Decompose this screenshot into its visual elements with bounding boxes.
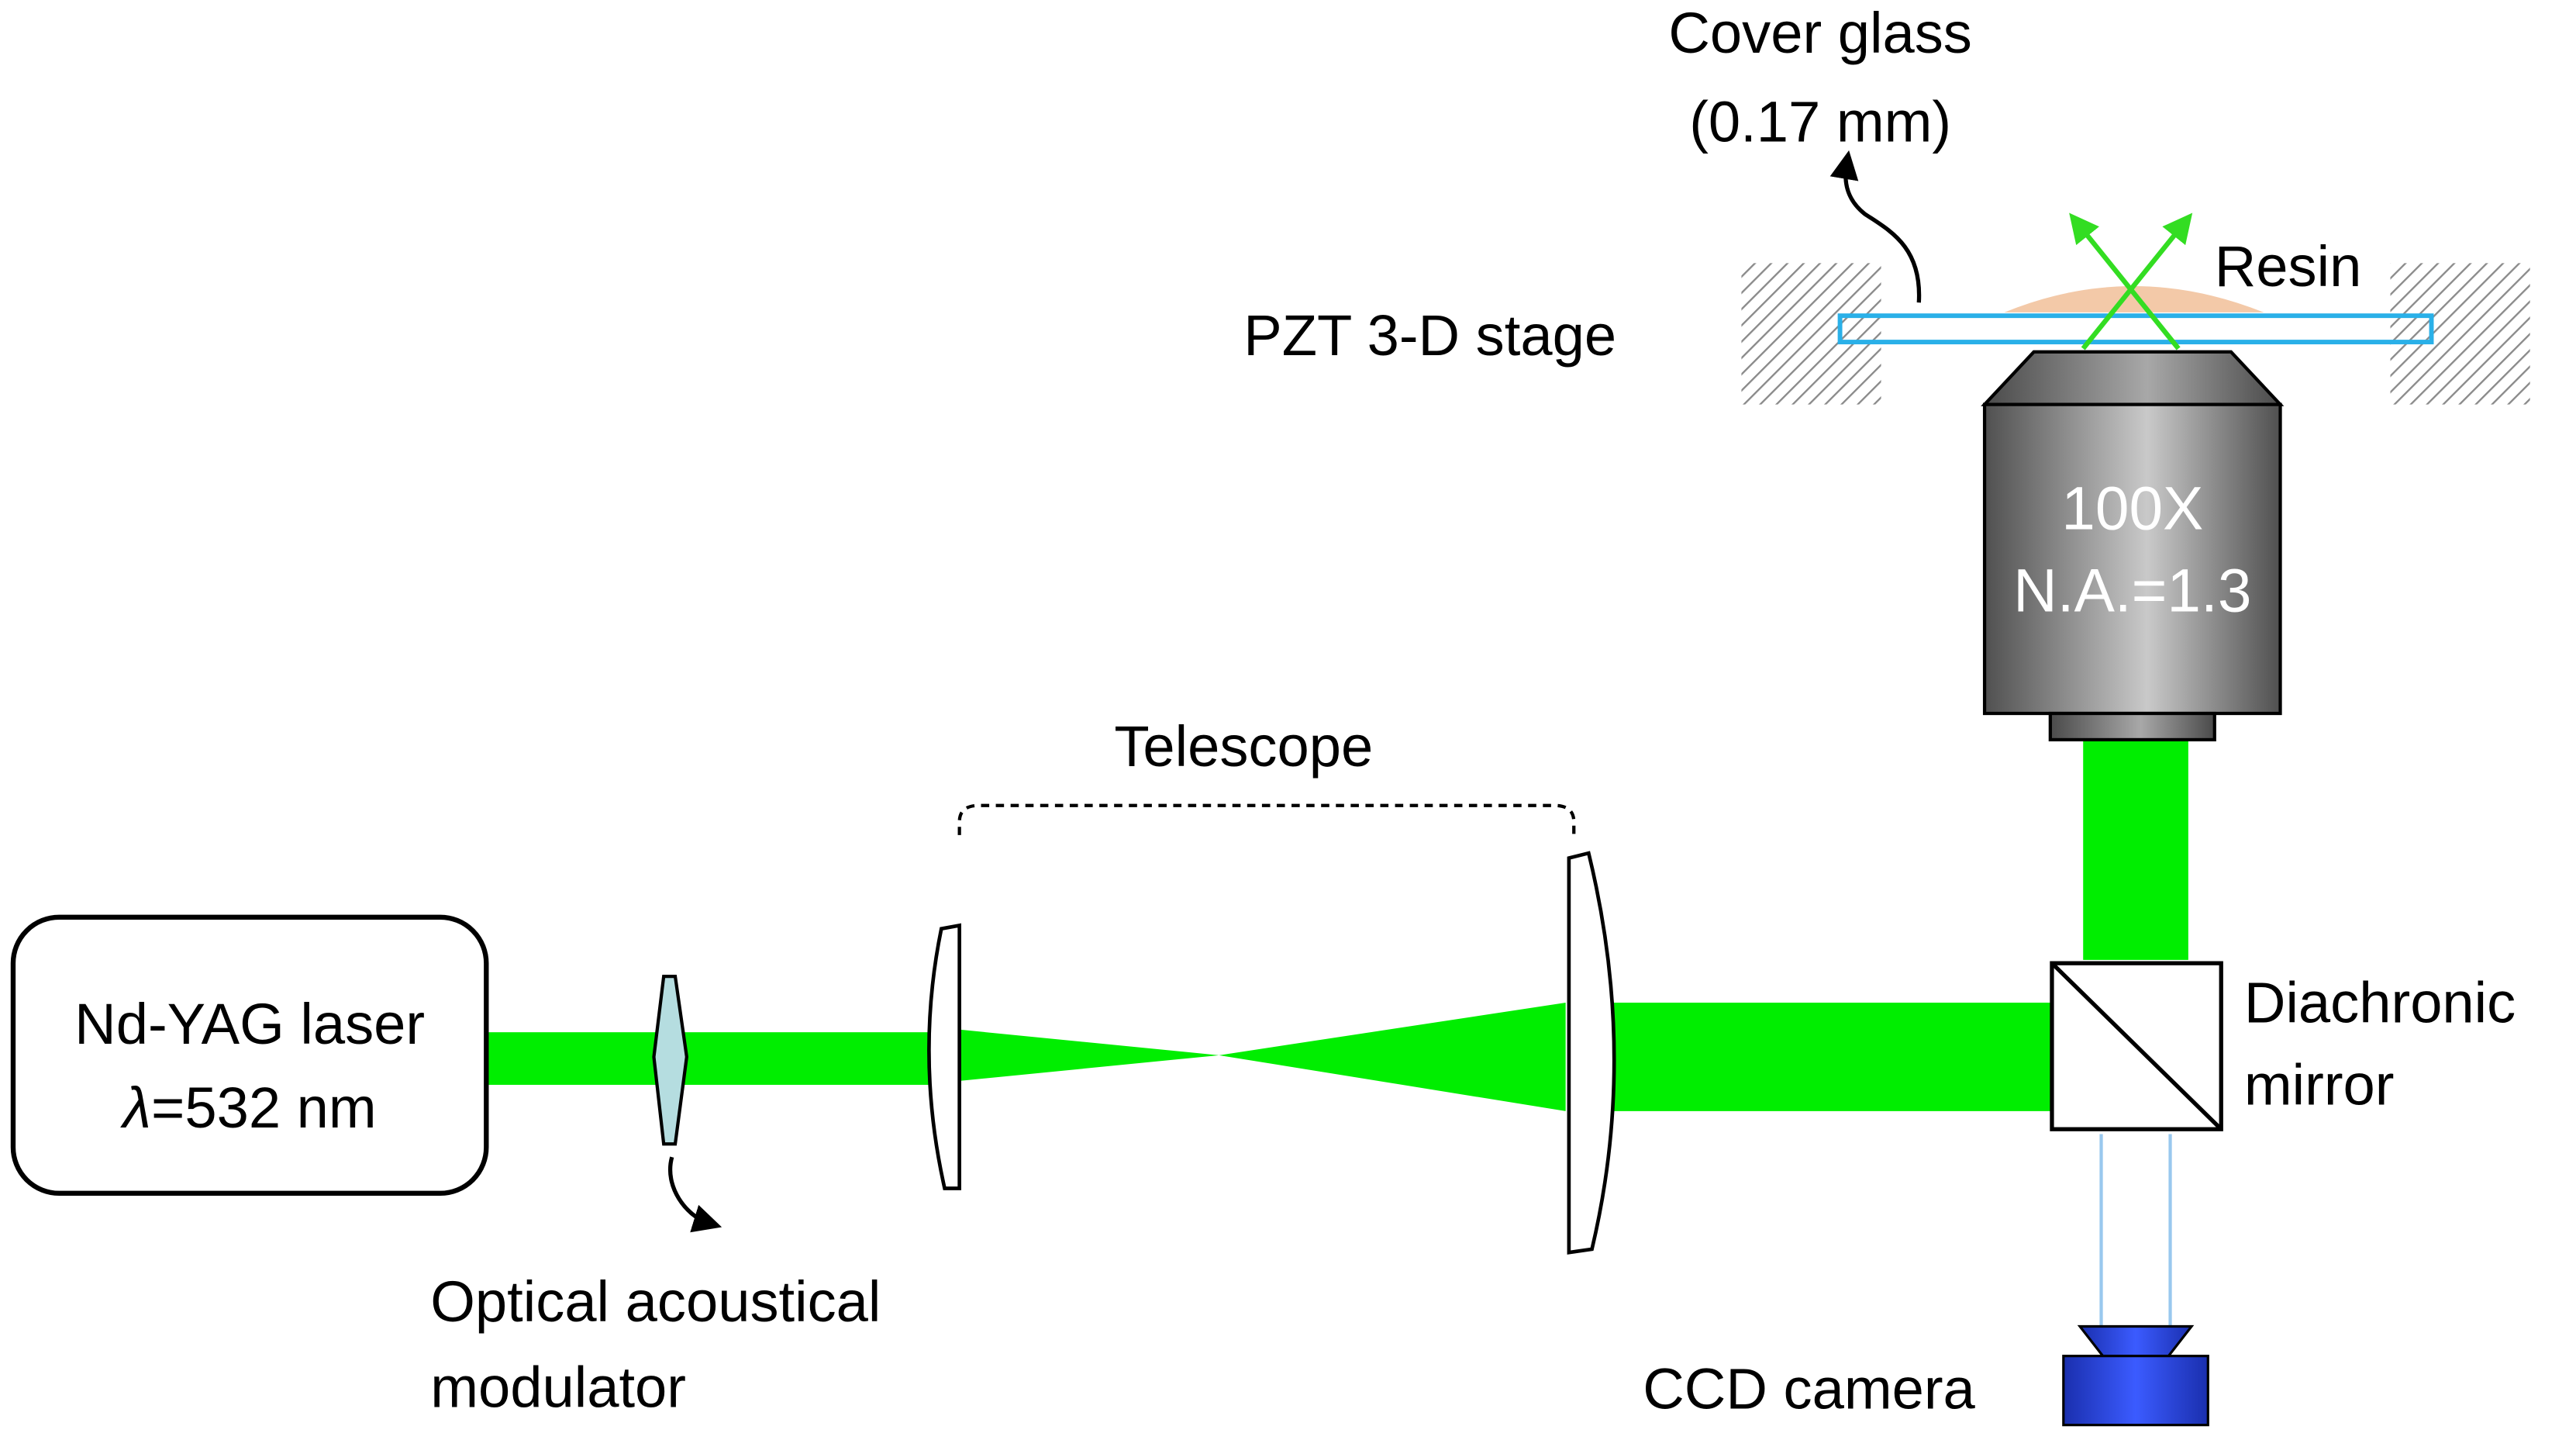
pzt-stage-label: PZT 3-D stage bbox=[1243, 303, 1616, 368]
objective-na: N.A.=1.3 bbox=[2013, 557, 2251, 625]
telescope-label: Telescope bbox=[1114, 714, 1373, 779]
beam-diverging bbox=[1219, 1003, 1566, 1111]
telescope-bracket bbox=[957, 803, 1576, 835]
objective-lens bbox=[1981, 350, 2285, 742]
scattered-rays bbox=[2069, 212, 2193, 351]
ccd-camera bbox=[2062, 1324, 2209, 1427]
beam-segment-to-objective bbox=[2083, 736, 2188, 960]
beam-segment-laser-to-lens bbox=[486, 1032, 933, 1085]
aom-label-line2: modulator bbox=[430, 1355, 686, 1419]
mirror-diagonal bbox=[2050, 962, 2223, 1131]
laser-name: Nd-YAG laser bbox=[74, 992, 425, 1056]
beam-converging bbox=[953, 1028, 1219, 1082]
aom-crystal bbox=[652, 974, 688, 1146]
telescope-lens-1 bbox=[927, 923, 961, 1190]
stage-block-left bbox=[1741, 263, 1881, 405]
objective-magnification: 100X bbox=[2061, 475, 2203, 543]
mirror-label-line1: Diachronic bbox=[2244, 970, 2516, 1034]
resin-label: Resin bbox=[2215, 234, 2362, 299]
laser-beam bbox=[486, 736, 2188, 1111]
telescope-lens-2 bbox=[1567, 851, 1616, 1255]
resin-droplet bbox=[2004, 286, 2264, 313]
beam-segment-to-mirror bbox=[1606, 1003, 2054, 1111]
laser-wavelength: λ=532 nm bbox=[120, 1076, 377, 1140]
ccd-label: CCD camera bbox=[1643, 1356, 1975, 1421]
cover-glass bbox=[1837, 313, 2434, 345]
cover-glass-label-line1: Cover glass bbox=[1668, 1, 1972, 65]
cover-glass-pointer-arrow bbox=[1829, 150, 1922, 303]
aom-pointer-arrow bbox=[668, 1156, 722, 1233]
mirror-label-line2: mirror bbox=[2244, 1052, 2395, 1117]
stage-block-right bbox=[2390, 263, 2530, 405]
imaging-beam bbox=[2099, 1134, 2172, 1328]
cover-glass-label-line2: (0.17 mm) bbox=[1689, 90, 1951, 154]
aom-label-line1: Optical acoustical bbox=[430, 1269, 881, 1334]
laser-box bbox=[10, 914, 489, 1197]
